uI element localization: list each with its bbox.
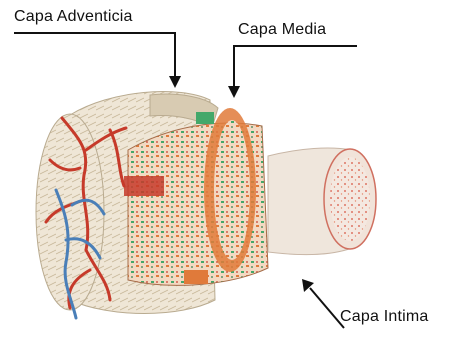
- adventicia-arrowhead: [169, 76, 181, 88]
- media-block-red: [124, 176, 164, 196]
- intima-pointer-line: [310, 288, 344, 328]
- intima-layer: [268, 148, 376, 255]
- media-arrowhead: [228, 86, 240, 98]
- label-capa-media: Capa Media: [238, 21, 326, 39]
- media-inner-face: [214, 120, 250, 260]
- media-block-green: [196, 112, 214, 124]
- label-capa-intima: Capa Intima: [340, 308, 428, 326]
- media-block-orange: [184, 270, 208, 284]
- adventicia-pointer-line: [14, 33, 175, 76]
- label-capa-adventicia: Capa Adventicia: [14, 8, 133, 26]
- intima-lumen: [330, 157, 370, 241]
- media-pointer-line: [234, 46, 357, 86]
